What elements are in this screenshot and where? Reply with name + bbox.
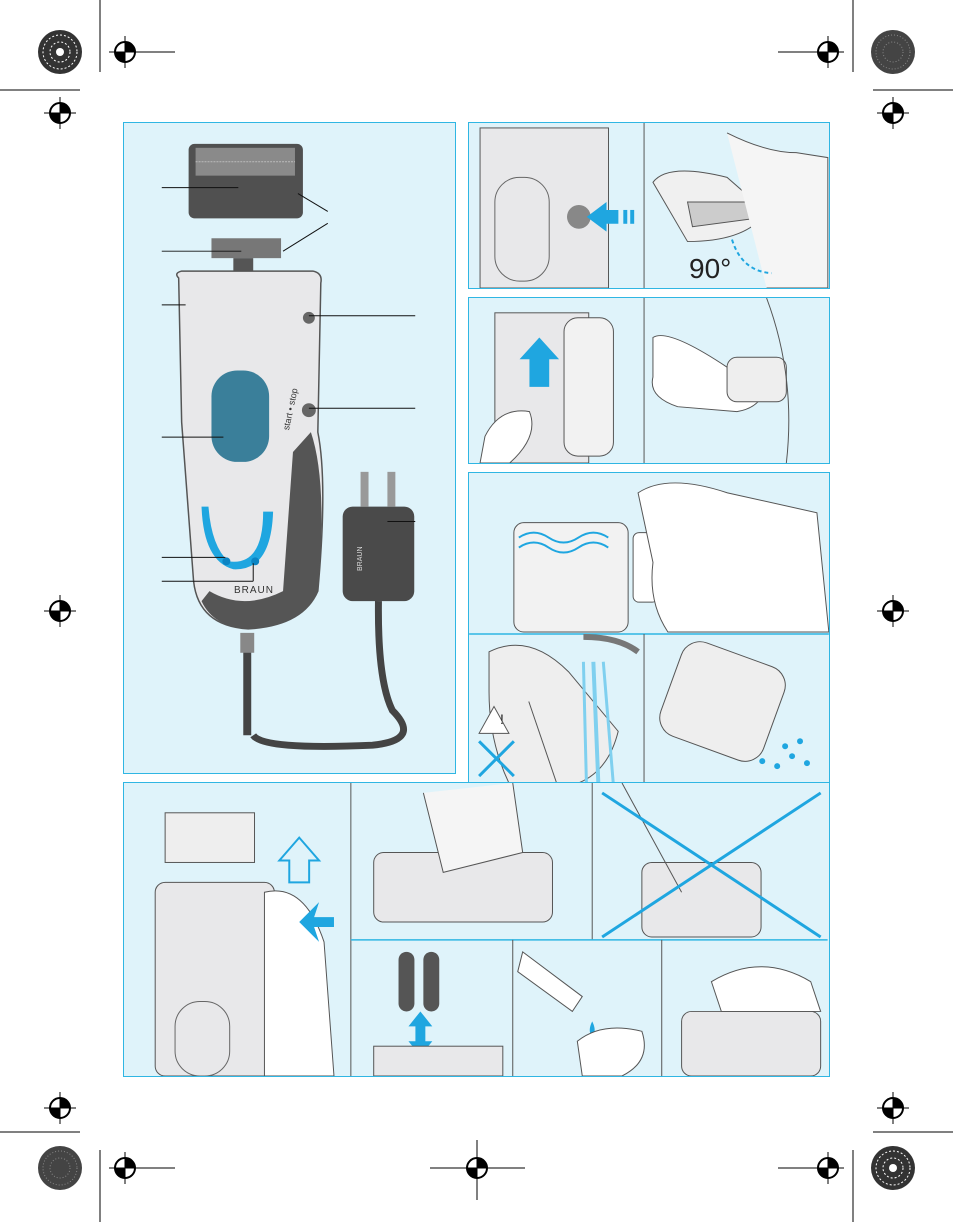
water-drops-icon — [759, 738, 810, 769]
trimmer-extend-illustration — [469, 298, 829, 463]
trimmer-extend-panel — [468, 297, 830, 464]
cleaning-illustration — [469, 473, 829, 783]
arrow-up-outline-icon — [279, 838, 319, 883]
shaver-brand-logo: BRAUN — [234, 585, 274, 596]
maintenance-illustration — [124, 783, 829, 1076]
maintenance-panel — [123, 782, 830, 1077]
plug-brand-logo: BRAUN — [357, 546, 364, 571]
shaver-parts-illustration — [124, 123, 455, 773]
trimmer-angle-label: 90° — [689, 253, 731, 285]
cleaning-panel: ! — [468, 472, 830, 784]
warning-symbol: ! — [500, 711, 504, 727]
trimmer-position-illustration — [469, 123, 829, 288]
trimmer-position-panel: 90° — [468, 122, 830, 289]
parts-overview-panel: start • stop BRAUN BRAUN — [123, 122, 456, 774]
